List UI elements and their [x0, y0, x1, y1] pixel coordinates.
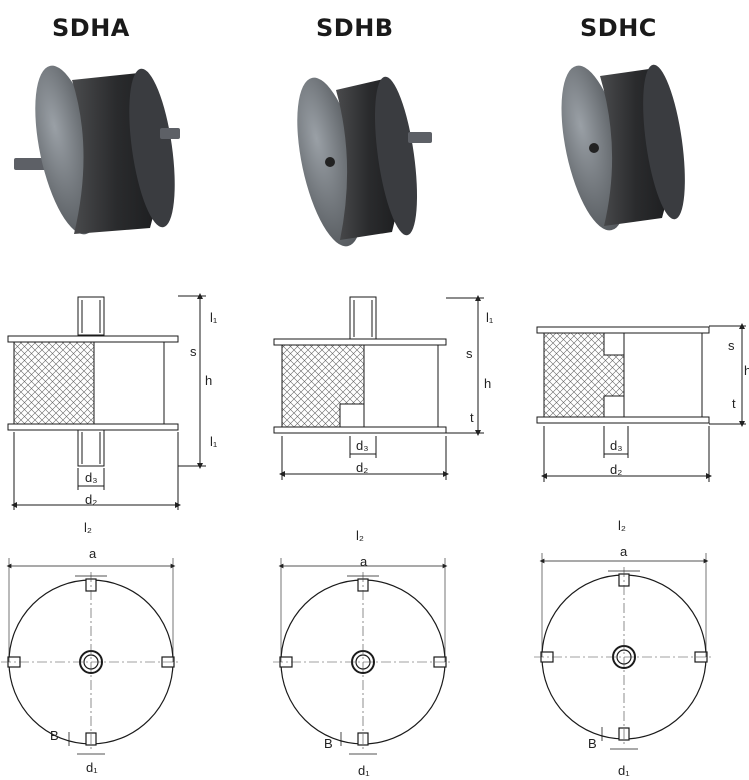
dim-label-d2: d₂	[610, 462, 622, 477]
dim-label-d3: d₃	[356, 438, 369, 453]
dim-label-s: s	[466, 346, 473, 361]
dim-label-h: h	[744, 363, 749, 378]
top-view-sdhc	[534, 553, 714, 750]
rubber-outline	[623, 332, 703, 418]
sdhc-dim-label-a: a	[620, 544, 628, 559]
plate-bottom	[536, 416, 710, 424]
threaded-stud-right	[160, 128, 180, 139]
threaded-hole	[325, 157, 335, 167]
top-views	[1, 553, 714, 755]
dim-label-l1-top: l₁	[210, 310, 218, 325]
sdhc-dim-label-d1: d₁	[618, 763, 630, 778]
sdha-dim-label-b: B	[50, 728, 59, 743]
sdha-dim-label-d1: d₁	[86, 760, 98, 775]
sdhb-dim-label-d1: d₁	[358, 763, 370, 778]
sdha-dim-label-a: a	[89, 546, 97, 561]
threaded-insert-bottom	[603, 395, 625, 418]
plate-top	[7, 335, 179, 343]
threaded-stud-right	[408, 132, 432, 143]
dim-label-t: t	[732, 396, 736, 411]
side-view-sdhc	[536, 323, 746, 482]
plate-top	[273, 338, 447, 346]
dim-label-d3: d₃	[610, 438, 623, 453]
sdha-dim-label-l2: l₂	[84, 520, 92, 535]
dim-label-h: h	[484, 376, 491, 391]
product-photo-sdhb	[297, 76, 432, 247]
plate-bottom	[7, 423, 179, 431]
sdhb-dim-label-a: a	[360, 554, 368, 569]
dim-label-h: h	[205, 373, 212, 388]
rubber-outline	[363, 344, 439, 428]
sdhb-dim-label-b: B	[324, 736, 333, 751]
rubber-outline	[93, 341, 165, 425]
product-photo-sdhc	[561, 64, 685, 231]
model-title-sdhb: SDHB	[316, 14, 394, 42]
dim-label-s: s	[190, 344, 197, 359]
plate-bottom	[273, 426, 447, 434]
dim-label-l1-bottom: l₁	[210, 434, 218, 449]
rubber-section	[13, 341, 95, 425]
side-view-sdha	[7, 293, 206, 510]
metal-plate-back	[643, 64, 685, 220]
top-view-sdhb	[273, 558, 453, 755]
sdhc-dim-label-b: B	[588, 736, 597, 751]
model-title-sdhc: SDHC	[580, 14, 657, 42]
threaded-insert-top	[603, 332, 625, 356]
dim-label-t: t	[470, 410, 474, 425]
threaded-insert	[339, 403, 365, 428]
metal-plate-back	[374, 76, 418, 236]
metal-plate-back	[129, 68, 175, 228]
dim-label-d2: d₂	[356, 460, 368, 475]
product-photo-sdha	[14, 65, 180, 235]
dim-label-s: s	[728, 338, 735, 353]
sdhb-dim-label-l2: l₂	[356, 528, 364, 543]
sdhc-dim-label-l2: l₂	[618, 518, 626, 533]
side-view-sdhb	[273, 295, 484, 480]
dim-label-d2: d₂	[85, 492, 97, 507]
plate-top	[536, 326, 710, 334]
threaded-hole	[589, 143, 599, 153]
dim-label-l1: l₁	[486, 310, 494, 325]
top-view-sdha	[1, 558, 181, 755]
model-title-sdha: SDHA	[52, 14, 130, 42]
dim-label-d3: d₃	[85, 470, 98, 485]
